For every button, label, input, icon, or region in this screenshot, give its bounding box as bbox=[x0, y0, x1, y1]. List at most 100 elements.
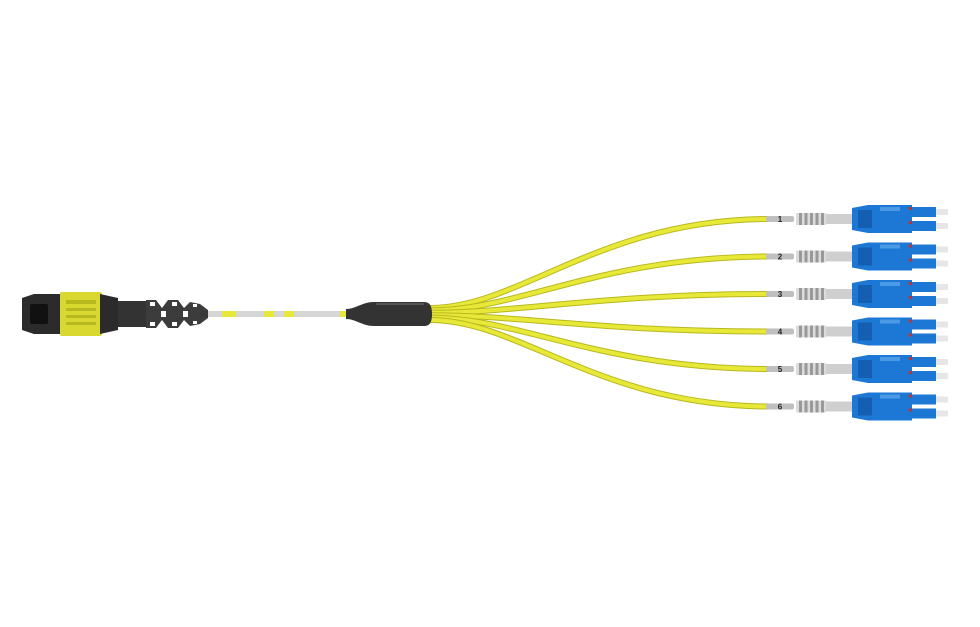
strain-relief-rib bbox=[810, 400, 813, 413]
latch-marker bbox=[909, 244, 912, 248]
strain-relief-rib bbox=[810, 288, 813, 300]
latch-marker bbox=[909, 296, 912, 299]
strain-relief-rib bbox=[815, 250, 819, 263]
strain-relief-rib bbox=[799, 250, 802, 263]
strain-relief-rib bbox=[821, 288, 824, 300]
lc-plug bbox=[908, 357, 936, 367]
connector-highlight bbox=[880, 357, 900, 361]
ferrule bbox=[936, 321, 948, 328]
trunk-cable bbox=[200, 311, 360, 317]
strain-relief-rib bbox=[799, 363, 802, 375]
strain-relief-rib bbox=[799, 288, 802, 300]
fiber-strand bbox=[429, 292, 771, 315]
crimp-sleeve bbox=[826, 364, 854, 374]
strain-relief-rib bbox=[815, 400, 819, 413]
leg-label: 4 bbox=[778, 328, 783, 337]
strain-relief-rib bbox=[815, 363, 819, 375]
breakout-fibers bbox=[429, 216, 771, 410]
lc-duplex-connector-icon: 4 bbox=[766, 317, 948, 346]
leg-label: 1 bbox=[778, 215, 783, 224]
lc-plug bbox=[908, 221, 936, 231]
lc-plug bbox=[908, 394, 936, 405]
ferrule bbox=[936, 396, 948, 403]
boot-tip bbox=[766, 291, 794, 297]
lc-plug bbox=[908, 282, 936, 292]
strain-relief-rib bbox=[810, 213, 813, 225]
strain-relief-rib bbox=[804, 288, 808, 300]
fiber-strand bbox=[429, 313, 771, 334]
fiber-strand bbox=[429, 315, 771, 371]
latch-marker bbox=[909, 319, 912, 323]
strain-relief-rib bbox=[810, 363, 813, 375]
connector-highlight bbox=[880, 244, 900, 249]
connector-highlight bbox=[880, 394, 900, 399]
leg-label: 2 bbox=[778, 253, 783, 262]
crimp-sleeve bbox=[826, 401, 854, 412]
strain-relief-rib bbox=[821, 400, 824, 413]
strain-relief-rib bbox=[804, 400, 808, 413]
leg-label: 6 bbox=[778, 403, 783, 412]
strain-relief-rib bbox=[810, 325, 813, 338]
strain-relief-rib bbox=[810, 250, 813, 263]
latch-marker bbox=[909, 207, 912, 210]
connector-grip bbox=[858, 247, 872, 266]
strain-relief-rib bbox=[815, 288, 819, 300]
latch-marker bbox=[909, 333, 912, 337]
ferrule bbox=[936, 373, 948, 379]
lc-duplex-connector-icon: 5 bbox=[766, 355, 948, 383]
ferrule bbox=[936, 223, 948, 229]
boot-tip bbox=[766, 216, 794, 222]
ferrule bbox=[936, 209, 948, 215]
ferrule bbox=[936, 298, 948, 304]
strain-relief-rib bbox=[799, 325, 802, 338]
boot-tip bbox=[766, 253, 794, 260]
strain-relief-rib bbox=[821, 250, 824, 263]
boot-tip bbox=[766, 403, 794, 410]
connector-grip bbox=[858, 210, 872, 228]
connector-grip bbox=[858, 360, 872, 378]
connector-grip bbox=[858, 322, 872, 341]
leg-label: 5 bbox=[778, 365, 783, 374]
lc-duplex-connector-icon: 1 bbox=[766, 205, 948, 233]
strain-relief-rib bbox=[815, 325, 819, 338]
latch-marker bbox=[909, 258, 912, 262]
lc-plug bbox=[908, 408, 936, 419]
ferrule bbox=[936, 260, 948, 267]
fiber-strand bbox=[429, 254, 771, 313]
strain-relief-rib bbox=[799, 400, 802, 413]
connector-highlight bbox=[880, 319, 900, 324]
strain-relief-rib bbox=[799, 213, 802, 225]
lc-duplex-connector-icon: 2 bbox=[766, 242, 948, 271]
lc-plug bbox=[908, 258, 936, 269]
connector-grip bbox=[858, 397, 872, 416]
latch-marker bbox=[909, 282, 912, 285]
boot-tip bbox=[766, 366, 794, 372]
strain-relief-rib bbox=[804, 213, 808, 225]
crimp-sleeve bbox=[826, 214, 854, 224]
ferrule bbox=[936, 359, 948, 365]
lc-duplex-connector-icon: 6 bbox=[766, 392, 948, 421]
lc-plug bbox=[908, 296, 936, 306]
lc-plug bbox=[908, 319, 936, 330]
lc-plug bbox=[908, 333, 936, 344]
boot-tip bbox=[766, 328, 794, 335]
lc-plug bbox=[908, 371, 936, 381]
connector-highlight bbox=[880, 207, 900, 211]
strain-relief-rib bbox=[821, 325, 824, 338]
strain-relief-rib bbox=[821, 363, 824, 375]
connector-highlight bbox=[880, 282, 900, 286]
ferrule bbox=[936, 246, 948, 253]
latch-marker bbox=[909, 394, 912, 398]
strain-relief-rib bbox=[815, 213, 819, 225]
latch-marker bbox=[909, 357, 912, 360]
strain-relief-rib bbox=[821, 213, 824, 225]
strain-relief-rib bbox=[804, 250, 808, 263]
crimp-sleeve bbox=[826, 289, 854, 299]
fiber-strand bbox=[429, 217, 771, 310]
latch-marker bbox=[909, 408, 912, 412]
crimp-sleeve bbox=[826, 326, 854, 337]
fiber-strand bbox=[429, 318, 771, 409]
latch-marker bbox=[909, 221, 912, 224]
ferrule bbox=[936, 335, 948, 342]
